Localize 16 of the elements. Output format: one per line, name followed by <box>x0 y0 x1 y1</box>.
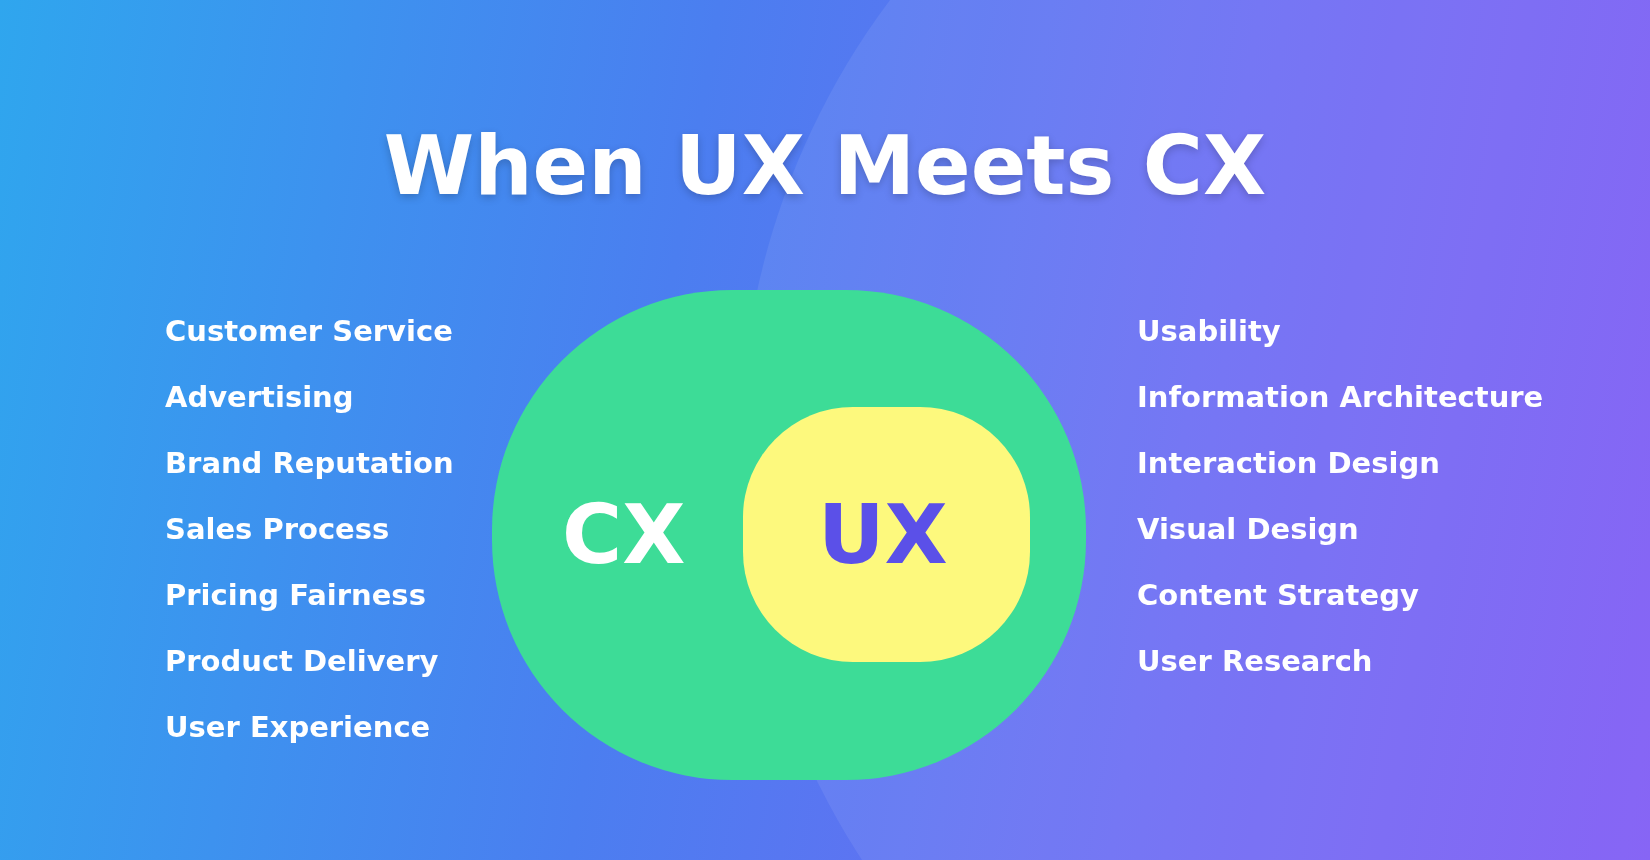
node-label: UX <box>818 493 948 576</box>
list-item: Information Architecture <box>1137 380 1544 414</box>
list-item: Advertising <box>165 380 354 414</box>
list-item: Brand Reputation <box>165 446 454 480</box>
list-item: User Research <box>1137 644 1373 678</box>
list-item: Pricing Fairness <box>165 578 426 612</box>
list-item: Usability <box>1137 314 1281 348</box>
title: When UX Meets CX <box>382 118 1268 213</box>
list-item: Content Strategy <box>1137 578 1419 612</box>
node-label: CX <box>562 494 686 576</box>
list-item: User Experience <box>165 710 431 744</box>
list-item: Customer Service <box>165 314 453 348</box>
list-item: Interaction Design <box>1137 446 1440 480</box>
list-item: Product Delivery <box>165 644 439 678</box>
list-item: Sales Process <box>165 512 390 546</box>
list-item: Visual Design <box>1137 512 1359 546</box>
